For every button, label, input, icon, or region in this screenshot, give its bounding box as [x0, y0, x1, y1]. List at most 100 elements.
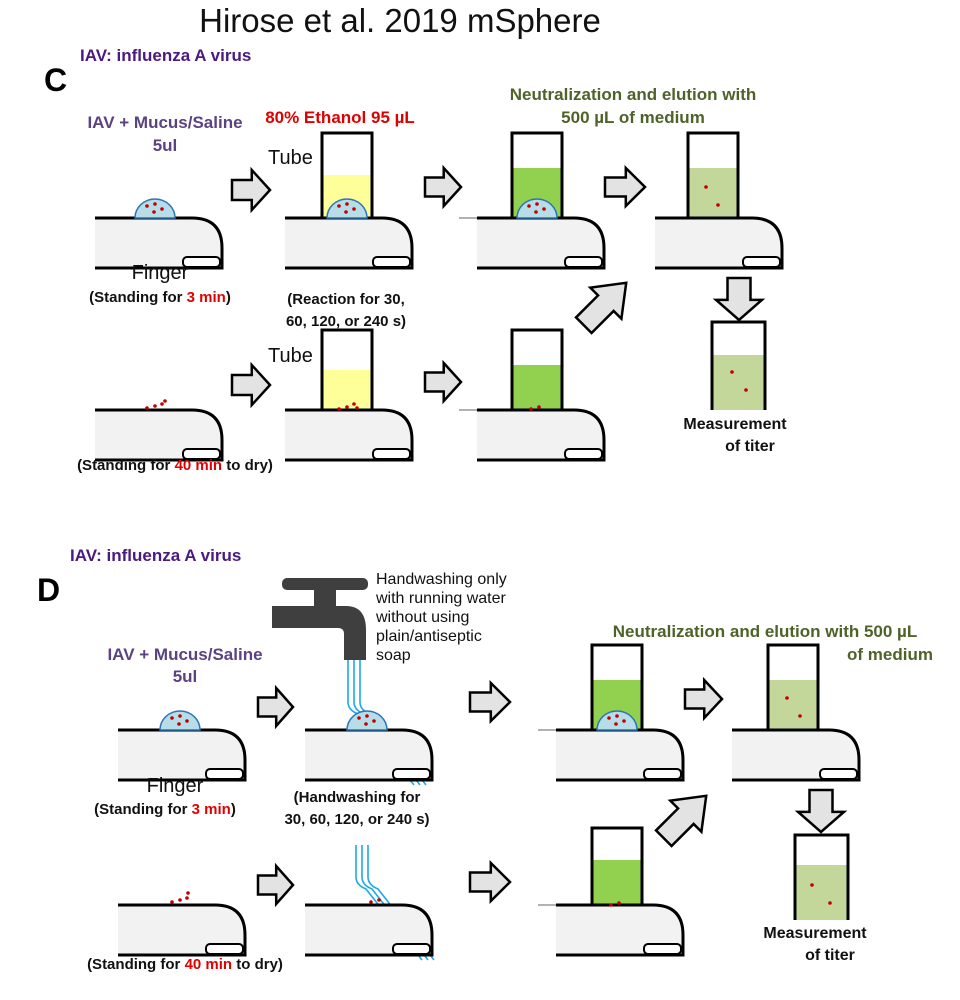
fingernail — [182, 256, 221, 268]
arrow-icon — [794, 788, 848, 834]
virus-particle — [186, 891, 190, 895]
tube-liquid — [688, 168, 738, 218]
finger-icon — [305, 728, 434, 782]
virus-particle — [810, 883, 814, 887]
finger-shape — [285, 216, 414, 270]
measure-line2: of titer — [725, 438, 775, 455]
sample-label: IAV + Mucus/Saline — [87, 113, 243, 132]
neutral-line2: of medium — [847, 645, 933, 664]
virus-particle — [798, 714, 802, 718]
sample-volume: 5ul — [152, 136, 178, 155]
tube-liquid — [712, 355, 765, 410]
finger-shape — [477, 408, 606, 462]
tube-wall — [320, 328, 374, 410]
virus-particle — [529, 407, 533, 411]
reaction-line1: (Reaction for 30, — [287, 291, 405, 308]
fingernail — [372, 256, 411, 268]
virus-particle — [704, 185, 708, 189]
arrow-icon — [683, 676, 724, 722]
finger-icon — [118, 903, 247, 957]
tube-wall — [510, 131, 564, 218]
virus-particle — [364, 722, 368, 726]
finger-shape — [305, 728, 434, 782]
tube-liquid — [592, 860, 642, 905]
arrow-icon — [468, 860, 512, 904]
ethanol-label: 80% Ethanol 95 µL — [265, 108, 415, 127]
dry-pre: (Standing for — [87, 956, 185, 973]
reaction-line2: 60, 120, or 240 s) — [285, 313, 407, 330]
virus-particle — [344, 210, 348, 214]
standing-post: ) — [225, 289, 231, 306]
fingernail — [372, 448, 411, 460]
virus-particle — [352, 402, 356, 406]
virus-particle — [615, 714, 619, 718]
measure-line1: Measurement — [763, 925, 867, 942]
virus-particle — [372, 719, 376, 723]
virus-particle — [185, 719, 189, 723]
arrow-icon — [230, 361, 272, 409]
arrow-icon — [712, 276, 766, 322]
tube-label-2: Tube — [268, 345, 313, 367]
dry-post: to dry) — [232, 956, 283, 973]
figure-title: Hirose et al. 2019 mSphere — [199, 2, 601, 39]
wash-line1: (Handwashing for — [293, 789, 421, 806]
finger-shape — [95, 408, 224, 462]
virus-particle — [828, 901, 832, 905]
virus-particle — [527, 204, 531, 208]
fingernail — [392, 768, 431, 780]
finger-shape — [556, 728, 685, 782]
wash-line2: 30, 60, 120, or 240 s) — [284, 811, 430, 828]
virus-particle — [357, 716, 361, 720]
note-line: without using — [376, 609, 470, 626]
medium-tube — [590, 826, 644, 905]
finger-icon — [285, 216, 414, 270]
finger-shape — [305, 903, 434, 957]
panel-d-letter: D — [37, 572, 61, 608]
standing-time: 3 min — [191, 801, 231, 818]
water-stream — [361, 845, 429, 961]
virus-particle — [163, 399, 167, 403]
virus-particle — [614, 722, 618, 726]
note-line: Handwashing only — [376, 571, 507, 588]
finger-shape — [95, 216, 224, 270]
tube-wall — [510, 328, 564, 410]
panel-d-abbrev: IAV: influenza A virus — [70, 546, 242, 565]
arrow-icon — [423, 164, 463, 210]
virus-particle — [345, 405, 349, 409]
finger-icon — [118, 728, 247, 782]
virus-particle — [352, 207, 356, 211]
virus-particle — [716, 203, 720, 207]
virus-particle — [178, 898, 182, 902]
tube-liquid — [512, 365, 562, 410]
virus-particle — [145, 406, 149, 410]
neutral-line1: Neutralization and elution with — [509, 85, 757, 104]
note-line: soap — [376, 647, 411, 664]
virus-particle — [160, 402, 164, 406]
finger-icon — [459, 408, 606, 462]
fingernail — [564, 256, 603, 268]
virus-particle — [153, 202, 157, 206]
handwash-note: Handwashing only with running water with… — [376, 570, 507, 665]
faucet-handle — [282, 578, 368, 590]
dry-time: 40 min — [184, 956, 233, 973]
arrow-icon — [423, 359, 463, 405]
virus-particle — [534, 210, 538, 214]
finger-icon — [459, 216, 606, 270]
faucet-spout — [272, 606, 366, 660]
faucet-icon — [272, 578, 368, 660]
standing-post: ) — [230, 801, 236, 818]
virus-particle — [177, 722, 181, 726]
fingernail — [643, 768, 682, 780]
virus-particle — [537, 405, 541, 409]
virus-particle — [369, 900, 373, 904]
droplet — [159, 710, 201, 731]
dry-pre: (Standing for — [77, 457, 175, 474]
standing-pre: (Standing for — [94, 801, 192, 818]
dry-label: (Standing for 40 min to dry) — [77, 458, 273, 473]
finger-icon — [285, 408, 414, 462]
fingernail — [819, 768, 858, 780]
virus-particle — [337, 407, 341, 411]
virus-particle — [730, 370, 734, 374]
virus-particle — [178, 714, 182, 718]
